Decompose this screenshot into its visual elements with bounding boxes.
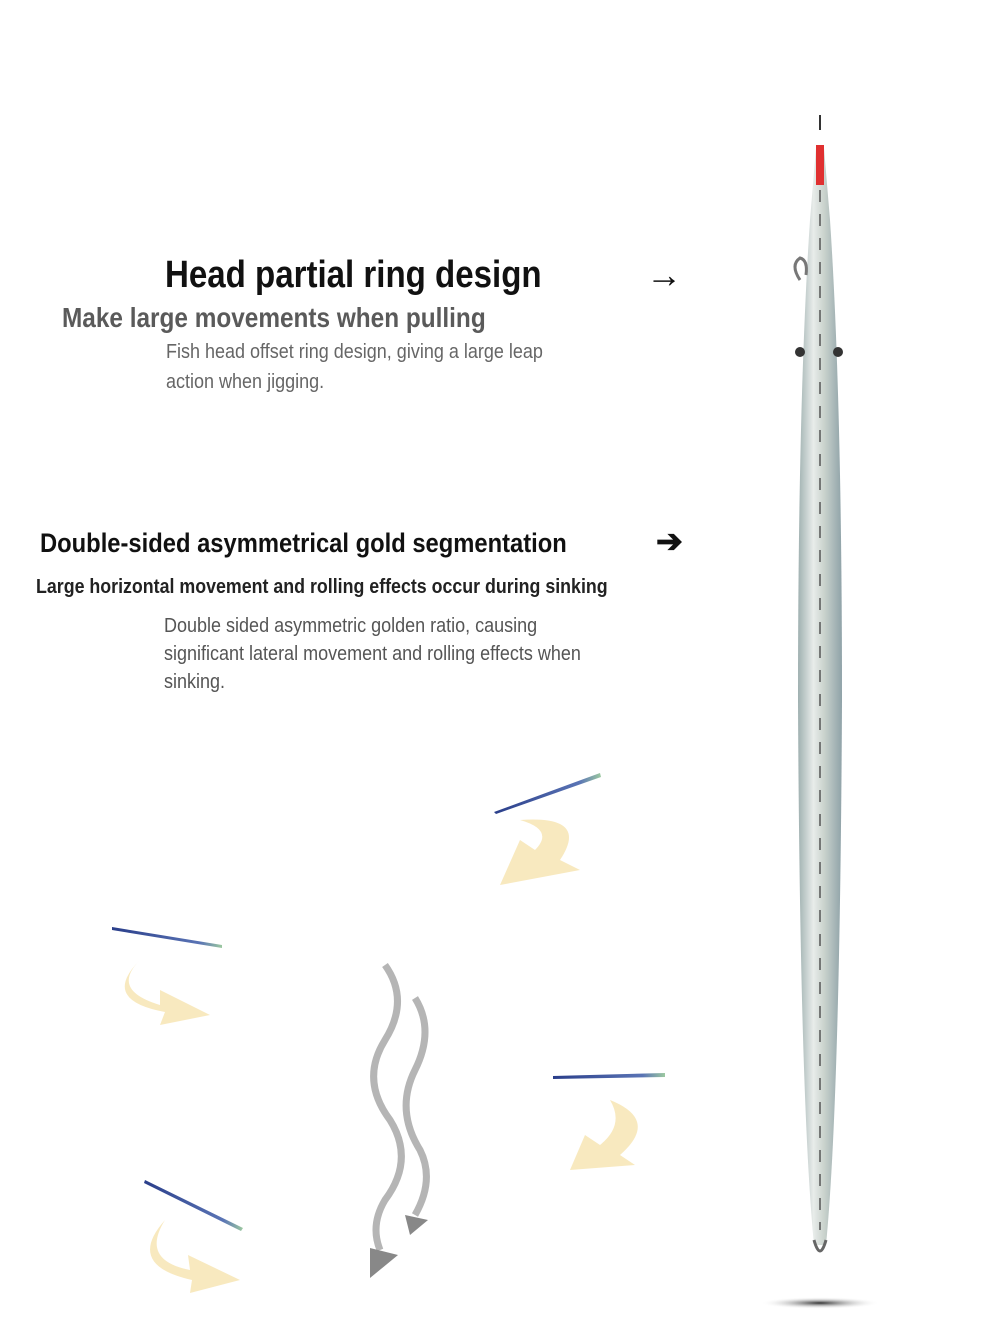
section2-subtitle: Large horizontal movement and rolling ef…: [36, 576, 608, 598]
section1-subtitle: Make large movements when pulling: [62, 302, 486, 333]
arrow-right-icon: ➔: [656, 523, 683, 559]
main-lure: [760, 115, 880, 1309]
section1-body: Fish head offset ring design, giving a l…: [166, 341, 543, 393]
ring-icon: [793, 256, 808, 281]
motion-arrows: [124, 819, 638, 1293]
lure-head-red: [816, 145, 824, 185]
hook-icon: [812, 1239, 828, 1253]
section1-title: Head partial ring design: [165, 254, 542, 296]
lure-eye-icon: [795, 347, 805, 357]
sinking-wave-arrows: [370, 962, 430, 1278]
small-lures: [112, 773, 665, 1231]
arrow-right-icon: →: [646, 254, 682, 295]
section2-body: Double sided asymmetric golden ratio, ca…: [164, 615, 581, 693]
section2-title: Double-sided asymmetrical gold segmentat…: [40, 528, 567, 558]
